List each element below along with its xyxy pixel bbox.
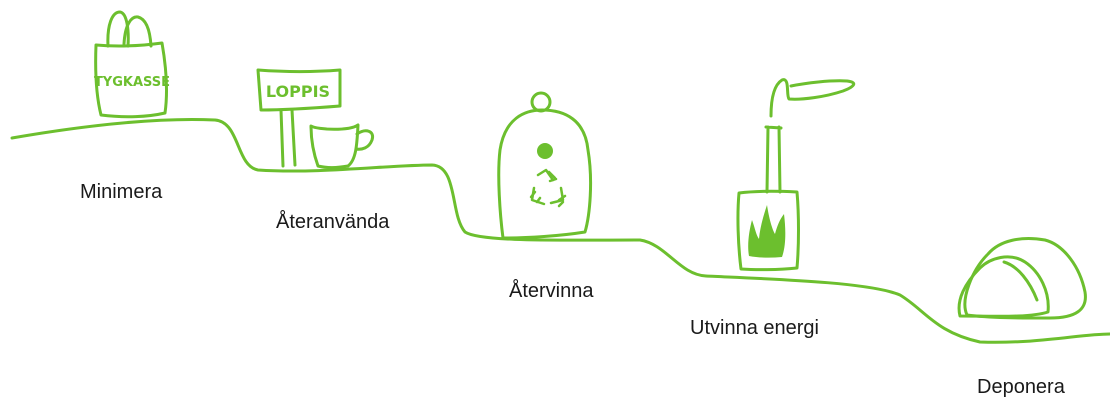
step-label-minimera: Minimera <box>80 181 163 203</box>
bin-slot <box>537 143 553 159</box>
landfill-rocks-icon <box>957 237 1087 320</box>
sign-text: LOPPIS <box>266 82 330 101</box>
incinerator-icon <box>736 78 856 272</box>
recycle-symbol-icon <box>529 168 567 208</box>
cup-icon <box>309 123 375 169</box>
step-label-utvinna-energi: Utvinna energi <box>690 317 819 339</box>
step-label-ateranvanda: Återanvända <box>276 211 390 233</box>
step-label-deponera: Deponera <box>977 376 1065 398</box>
tote-bag-icon: TYGKASSE <box>94 10 170 119</box>
bag-text: TYGKASSE <box>94 75 170 90</box>
step-label-atervinna: Återvinna <box>509 280 594 302</box>
loppis-sign-icon: LOPPIS <box>256 68 342 168</box>
hill-line <box>10 118 1110 344</box>
recycling-bin-icon <box>497 91 593 240</box>
flame-icon <box>748 205 786 258</box>
